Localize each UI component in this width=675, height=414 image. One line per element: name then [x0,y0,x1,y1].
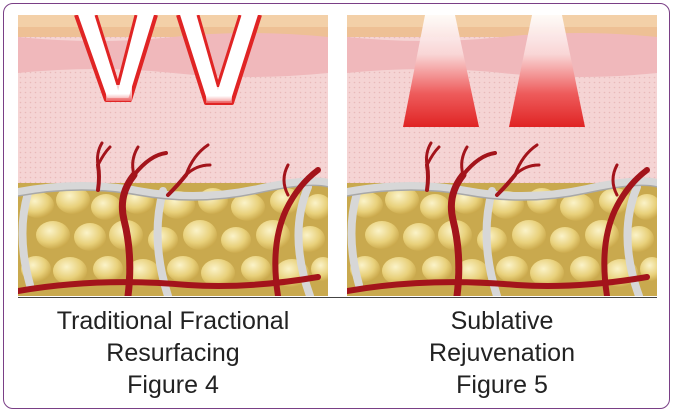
caption-traditional: Traditional Fractional Resurfacing Figur… [18,305,328,401]
skin-cross-section-sublative [347,15,657,296]
caption-title-line1: Sublative [450,307,554,335]
stratum-corneum [18,15,328,27]
caption-divider [18,297,657,298]
caption-title-line2: Resurfacing [106,339,240,367]
caption-title-line2: Rejuvenation [429,339,575,367]
ablative-channel-right [178,15,260,103]
skin-cross-section-traditional [18,15,328,296]
figure-label: Figure 4 [127,371,219,399]
caption-sublative: Sublative Rejuvenation Figure 5 [347,305,657,401]
sublative-zone-right [509,15,585,127]
figure-label: Figure 5 [456,371,548,399]
sublative-zone-left [403,15,479,127]
caption-title-line1: Traditional Fractional [56,307,290,335]
blood-vessels [18,141,321,296]
fat-cells [21,186,328,287]
